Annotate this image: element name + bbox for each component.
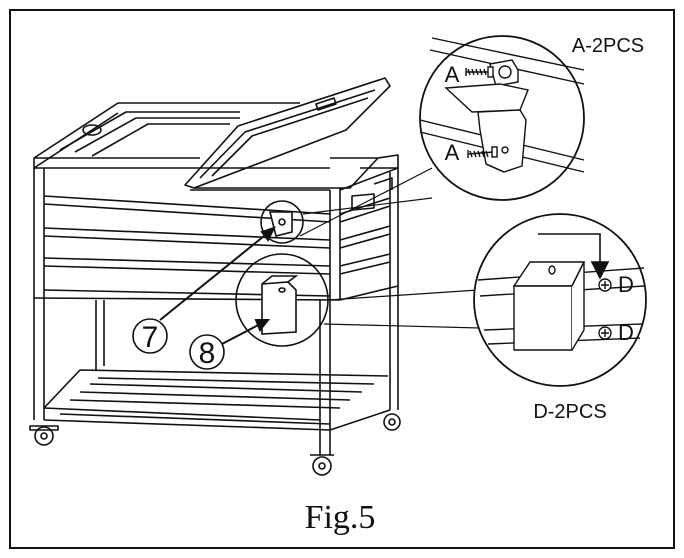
callout-8: 8 [189, 334, 225, 370]
figure-caption: Fig.5 [305, 499, 376, 536]
screw-a-top-icon [465, 66, 494, 78]
screw-label-d-2: D [618, 320, 634, 345]
detail-marker-bracket [260, 200, 304, 244]
callout-8-label: 8 [199, 337, 216, 370]
screw-label-a-2: A [445, 140, 460, 165]
part-count-a: A-2PCS [572, 35, 644, 57]
cart-illustration [29, 77, 401, 476]
callout-arrows [159, 226, 276, 345]
callout-7-label: 7 [142, 321, 159, 354]
insert-arrow [538, 233, 610, 280]
screw-d-top-icon [598, 278, 612, 292]
detail-view-a: A A [419, 35, 585, 201]
part-count-d: D-2PCS [533, 401, 606, 423]
leader-lines [299, 167, 481, 329]
screw-label-a-1: A [445, 62, 460, 87]
callout-7: 7 [132, 318, 168, 354]
detail-view-d: D D [473, 213, 647, 387]
screw-a-bottom-icon [467, 146, 498, 158]
screw-d-bottom-icon [598, 326, 612, 340]
figure-border [9, 9, 675, 549]
screw-label-d-1: D [618, 272, 634, 297]
